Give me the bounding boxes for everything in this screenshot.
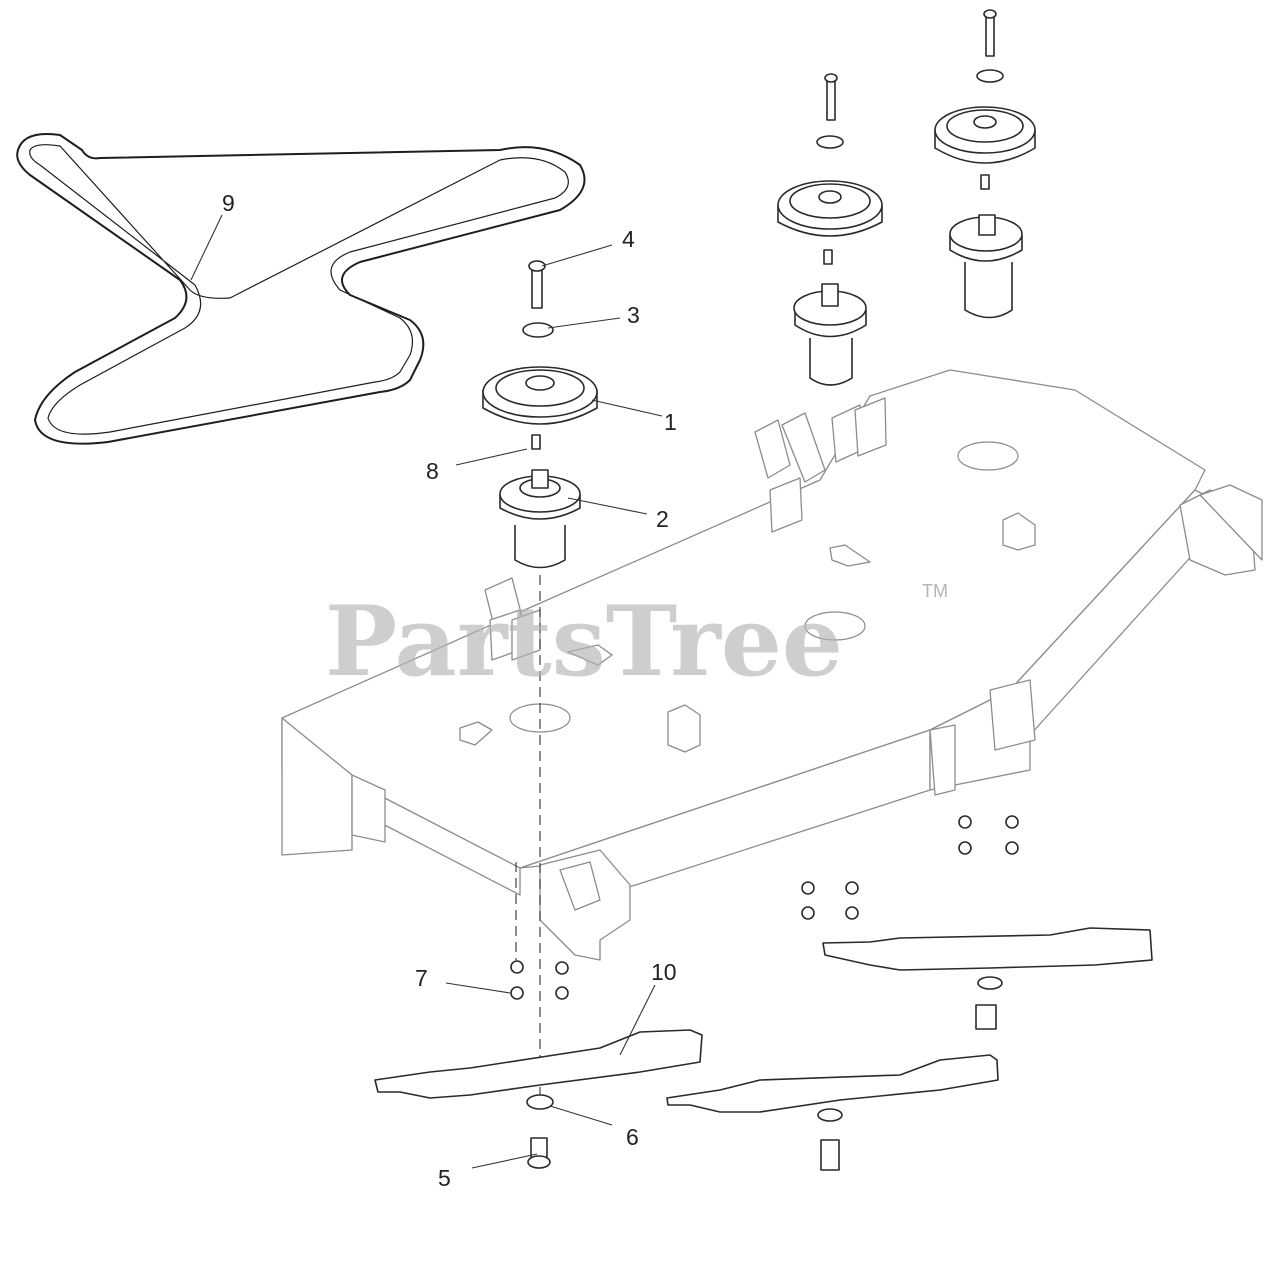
callout-9: 9 [222,190,235,216]
spindle-key [531,434,541,450]
svg-text:TM: TM [922,581,948,601]
svg-text:PartsTree: PartsTree [325,585,843,698]
callout-2: 2 [656,506,669,532]
drive-belt [16,133,586,445]
callout-1: 1 [664,409,677,435]
right-rear-spindle-assembly [934,9,1036,319]
leader-lines [190,214,663,1169]
callout-6: 6 [626,1124,639,1150]
right-blade-hardware [666,815,1153,1171]
callout-4: 4 [622,226,635,252]
spindle-pulley [482,366,598,425]
pulley-bolt [528,260,546,309]
left-rear-spindle-assembly [777,73,883,386]
callout-3: 3 [627,302,640,328]
callout-7: 7 [415,965,428,991]
deck-nuts [510,960,569,1000]
callout-numbers: 1 2 3 4 5 6 7 8 9 10 [222,190,677,1191]
partstree-watermark: PartsTree TM [325,581,948,698]
blade-washer [526,1094,554,1110]
center-spindle-assembly [374,260,703,1169]
mower-deck [281,369,1263,961]
callout-10: 10 [651,959,677,985]
callout-5: 5 [438,1165,451,1191]
callout-8: 8 [426,458,439,484]
mower-blade [374,1029,703,1099]
spindle-housing [499,469,581,569]
blade-bolt [527,1137,551,1169]
pulley-washer [522,322,554,338]
